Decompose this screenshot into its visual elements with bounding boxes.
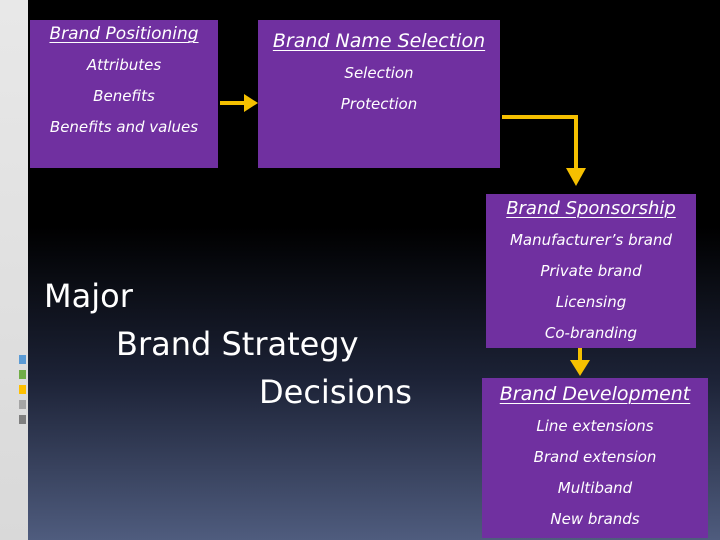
name-selection-item: Protection	[340, 95, 418, 113]
brand-development-box: Brand Development Line extensions Brand …	[482, 378, 708, 538]
development-item: Brand extension	[533, 448, 657, 466]
brand-positioning-title: Brand Positioning	[49, 24, 199, 44]
sponsorship-item: Private brand	[540, 262, 642, 280]
arrow-name-to-sponsorship	[502, 115, 578, 170]
sponsorship-item: Licensing	[555, 293, 627, 311]
decor-marker-2	[19, 370, 26, 379]
name-selection-item: Selection	[344, 64, 414, 82]
decor-marker-1	[19, 355, 26, 364]
brand-positioning-box: Brand Positioning Attributes Benefits Be…	[30, 20, 218, 168]
arrowhead-1	[244, 94, 258, 112]
positioning-item: Benefits and values	[49, 118, 199, 136]
development-item: Multiband	[557, 479, 633, 497]
sponsorship-item: Manufacturer’s brand	[509, 231, 673, 249]
sponsorship-item: Co-branding	[544, 324, 638, 342]
brand-development-title: Brand Development	[499, 383, 691, 405]
decor-marker-3	[19, 385, 26, 394]
brand-name-selection-box: Brand Name Selection Selection Protectio…	[258, 20, 500, 168]
development-item: Line extensions	[536, 417, 654, 435]
decor-marker-4	[19, 400, 26, 409]
arrowhead-2	[566, 168, 586, 186]
positioning-item: Benefits	[93, 87, 155, 105]
arrowhead-3	[570, 360, 590, 376]
main-title-line: Major	[44, 277, 133, 315]
positioning-item: Attributes	[86, 56, 162, 74]
main-title-line: Decisions	[259, 373, 412, 411]
brand-sponsorship-title: Brand Sponsorship	[506, 198, 676, 219]
development-item: New brands	[550, 510, 640, 528]
main-title: Major Brand Strategy Decisions	[44, 272, 464, 416]
left-sidebar-strip	[0, 0, 28, 540]
brand-name-selection-title: Brand Name Selection	[272, 30, 486, 52]
main-title-line: Brand Strategy	[116, 325, 359, 363]
brand-sponsorship-box: Brand Sponsorship Manufacturer’s brand P…	[486, 194, 696, 348]
decor-marker-5	[19, 415, 26, 424]
